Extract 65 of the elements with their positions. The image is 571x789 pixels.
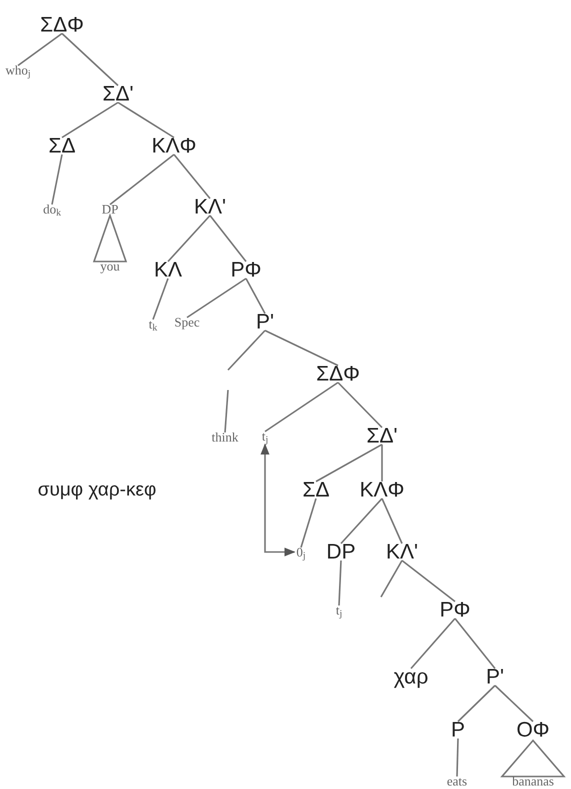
triangle-branch [92,213,128,262]
category-label: ΟΦ [516,718,550,742]
category-label: P' [256,310,274,334]
word-label: do$_{k}$ [43,202,61,216]
category-label: χαρ [394,666,428,688]
tree-branch [110,154,174,206]
word-label: t$_{j}$ [262,428,268,444]
word-label: think [212,430,238,444]
category-label: ΚΛΦ [360,478,404,502]
word-label: eats [446,774,468,788]
tree-branch [264,330,338,366]
tree-branch [402,560,456,602]
tree-branch [456,738,459,777]
tree-branch [118,102,174,138]
tree-branch [186,278,246,318]
category-label: ΣΔ [48,134,76,158]
tree-branch [454,618,496,669]
tree-branch [264,382,338,432]
tree-branch [494,684,534,722]
tree-branch [18,32,62,66]
category-label: ΚΛ' [194,196,226,218]
category-label: ΣΔΦ [316,362,360,386]
tree-branch [381,444,383,482]
tree-branch [380,560,403,598]
category-label: ΣΔ' [102,82,134,106]
category-label: P' [486,666,504,688]
tree-branch [410,618,456,670]
word-label: t$_{j}$ [336,602,342,618]
category-label: P [451,718,465,742]
movement-arrow [260,443,296,556]
category-label: DP [326,540,356,564]
tree-branch [457,684,496,722]
category-label: ΚΛΦ [152,134,196,158]
category-label: ΚΛ [154,258,182,282]
word-label: DP [102,202,118,216]
word-label: t$_{k}$ [148,316,158,332]
category-label: ΚΛ' [386,540,418,564]
category-label: ΣΔ [302,478,330,502]
category-label: ΡΦ [230,258,262,282]
tree-branch [173,154,211,199]
word-label: Spec [174,314,200,330]
tree-branch [316,444,382,482]
category-label: ΣΔ' [366,424,398,448]
tree-branch [51,154,63,205]
word-label: bananas [512,774,554,788]
tree-branch [381,498,403,544]
tree-branch [61,32,119,86]
word-label: who$_{j}$ [5,62,31,78]
triangle-branch [500,739,566,778]
tree-branch [227,330,266,371]
tree-branch [62,102,118,138]
tree-branch [337,382,383,428]
tree-branch [224,390,229,433]
word-label: you [100,258,120,274]
tree-branch [300,498,317,548]
tree-branch [338,560,342,606]
category-label: ΣΔΦ [40,14,84,36]
tree-branch [340,498,383,544]
feature-label: συμφ χαρ-κεφ [38,480,156,500]
category-label: ΡΦ [440,598,470,622]
tree-branch [152,278,169,320]
tree-branch [245,278,266,314]
word-label: 0$_{j}$ [296,544,306,560]
tree-branch [167,214,211,262]
tree-branch [209,215,247,262]
